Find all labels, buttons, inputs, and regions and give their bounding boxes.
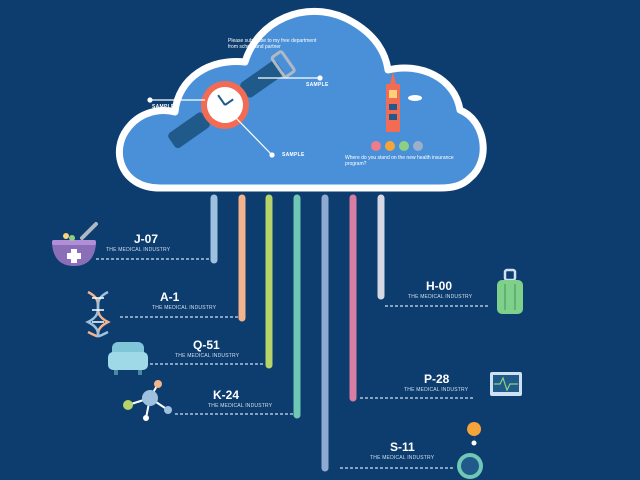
color-dot	[371, 141, 381, 151]
item-subtitle-s11: THE MEDICAL INDUSTRY	[370, 455, 435, 461]
wristwatch-icon	[168, 50, 296, 149]
dna-icon	[85, 290, 111, 338]
cloud-caption: Please subscribe to my free department f…	[228, 38, 317, 50]
item-code-k24: K-24	[213, 388, 240, 402]
luggage-icon	[497, 268, 523, 314]
item-code-j07: J-07	[134, 232, 159, 246]
sample-label-bottom: SAMPLE	[282, 152, 305, 158]
item-subtitle-a1: THE MEDICAL INDUSTRY	[152, 305, 217, 311]
sample-label-left: SAMPLE	[152, 104, 175, 110]
monitor-icon	[490, 372, 522, 396]
molecule-icon	[123, 380, 172, 421]
color-dot	[413, 141, 423, 151]
hanging-bars	[210, 194, 385, 472]
item-code-a1: A-1	[160, 290, 180, 304]
item-code-s11: S-11	[390, 440, 415, 454]
item-subtitle-k24: THE MEDICAL INDUSTRY	[208, 403, 273, 409]
compass-pin-icon	[457, 422, 483, 479]
item-code-q51: Q-51	[193, 338, 220, 352]
sample-label-right: SAMPLE	[306, 82, 329, 88]
cloud-question: Where do you stand on the new health ins…	[345, 155, 454, 167]
color-dot	[399, 141, 409, 151]
item-subtitle-q51: THE MEDICAL INDUSTRY	[175, 353, 240, 359]
clock-tower-icon	[386, 72, 422, 132]
item-subtitle-h00: THE MEDICAL INDUSTRY	[408, 294, 473, 300]
armchair-icon	[108, 342, 148, 375]
item-leaders	[96, 258, 490, 469]
item-code-h00: H-00	[426, 279, 453, 293]
item-subtitle-j07: THE MEDICAL INDUSTRY	[106, 247, 171, 253]
sample-leaders	[147, 75, 323, 158]
item-subtitle-p28: THE MEDICAL INDUSTRY	[404, 387, 469, 393]
color-dot	[385, 141, 395, 151]
color-dots	[371, 141, 423, 151]
item-code-p28: P-28	[424, 372, 450, 386]
mortar-pestle-icon	[52, 222, 98, 266]
